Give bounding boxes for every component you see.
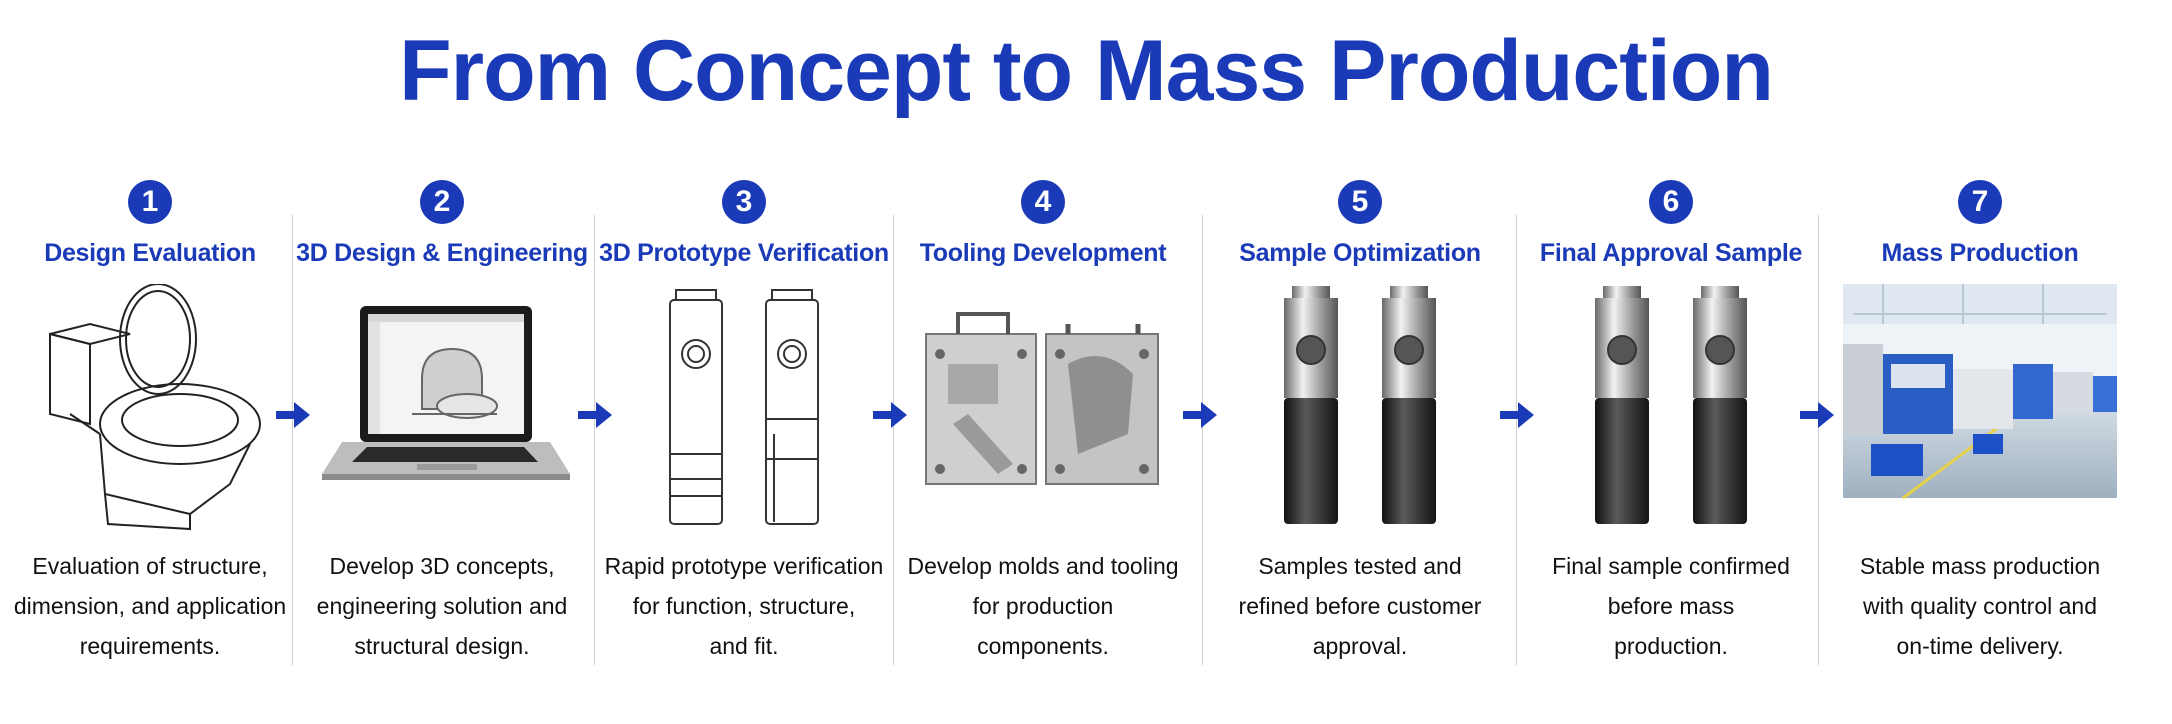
- description-line: structural design.: [354, 633, 530, 659]
- prototype-sketch-image: [594, 284, 894, 534]
- sample-cylinder-image: [1210, 284, 1510, 534]
- step-6: 6 Final Approval Sample Final sample con…: [1521, 176, 1821, 676]
- step-number: 5: [1338, 180, 1382, 224]
- description-line: Develop 3D concepts,: [329, 553, 555, 579]
- page-title: From Concept to Mass Production: [399, 23, 1774, 119]
- arrow-right-icon: [1500, 402, 1534, 428]
- description-line: requirements.: [79, 633, 221, 659]
- step-description: Stable mass production with quality cont…: [1830, 546, 2130, 666]
- description-line: dimension, and application: [13, 593, 287, 619]
- description-line: engineering solution and: [316, 593, 568, 619]
- step-divider: [1516, 215, 1517, 665]
- arrow-right-icon: [873, 402, 907, 428]
- step-number: 7: [1958, 180, 2002, 224]
- step-3: 3 3D Prototype Verification Rapid protot…: [594, 176, 894, 676]
- description-line: Evaluation of structure,: [32, 553, 268, 579]
- step-2: 2 3D Design & Engineering Develop 3D con…: [292, 176, 592, 676]
- step-title: 3D Prototype Verification: [599, 239, 889, 267]
- step-description: Samples tested and refined before custom…: [1210, 546, 1510, 666]
- step-number: 3: [722, 180, 766, 224]
- step-4: 4 Tooling Development Develop molds and …: [893, 176, 1193, 676]
- description-line: components.: [977, 633, 1109, 659]
- description-line: Samples tested and: [1258, 553, 1462, 579]
- description-line: approval.: [1312, 633, 1408, 659]
- arrow-right-icon: [578, 402, 612, 428]
- mold-tooling-image: [893, 284, 1193, 534]
- step-1: 1 Design Evaluation Evaluation of struct…: [0, 176, 300, 676]
- step-title: Sample Optimization: [1239, 239, 1481, 267]
- step-description: Final sample confirmed before mass produ…: [1521, 546, 1821, 666]
- step-title: Design Evaluation: [44, 239, 256, 267]
- description-line: Stable mass production: [1859, 553, 2101, 579]
- description-line: on-time delivery.: [1896, 633, 2064, 659]
- step-description: Develop molds and tooling for production…: [893, 546, 1193, 666]
- arrow-right-icon: [1800, 402, 1834, 428]
- step-divider: [292, 215, 293, 665]
- step-number: 4: [1021, 180, 1065, 224]
- step-divider: [1202, 215, 1203, 665]
- step-description: Develop 3D concepts, engineering solutio…: [292, 546, 592, 666]
- description-line: for function, structure,: [632, 593, 856, 619]
- description-line: for production: [972, 593, 1114, 619]
- final-sample-image: [1521, 284, 1821, 534]
- step-5: 5 Sample Optimization Samples tested and…: [1210, 176, 1510, 676]
- arrow-right-icon: [276, 402, 310, 428]
- step-title: 3D Design & Engineering: [296, 239, 588, 267]
- description-line: production.: [1614, 633, 1728, 659]
- step-title: Final Approval Sample: [1539, 239, 1803, 267]
- description-line: before mass: [1607, 593, 1735, 619]
- step-divider: [1818, 215, 1819, 665]
- factory-floor-image: [1830, 284, 2130, 534]
- step-description: Rapid prototype verification for functio…: [594, 546, 894, 666]
- arrow-right-icon: [1183, 402, 1217, 428]
- description-line: Rapid prototype verification: [604, 553, 884, 579]
- step-divider: [594, 215, 595, 665]
- description-line: Develop molds and tooling: [907, 553, 1179, 579]
- toilet-sketch-image: [0, 284, 300, 534]
- step-description: Evaluation of structure, dimension, and …: [0, 546, 300, 666]
- step-number: 2: [420, 180, 464, 224]
- step-7: 7 Mass Production Stable mass prod: [1830, 176, 2130, 676]
- step-divider: [893, 215, 894, 665]
- step-number: 6: [1649, 180, 1693, 224]
- laptop-cad-image: [292, 284, 592, 534]
- step-title: Tooling Development: [919, 239, 1167, 267]
- description-line: and fit.: [709, 633, 779, 659]
- description-line: Final sample confirmed: [1552, 553, 1790, 579]
- step-title: Mass Production: [1881, 239, 2079, 267]
- description-line: with quality control and: [1863, 593, 2097, 619]
- step-number: 1: [128, 180, 172, 224]
- description-line: refined before customer: [1238, 593, 1482, 619]
